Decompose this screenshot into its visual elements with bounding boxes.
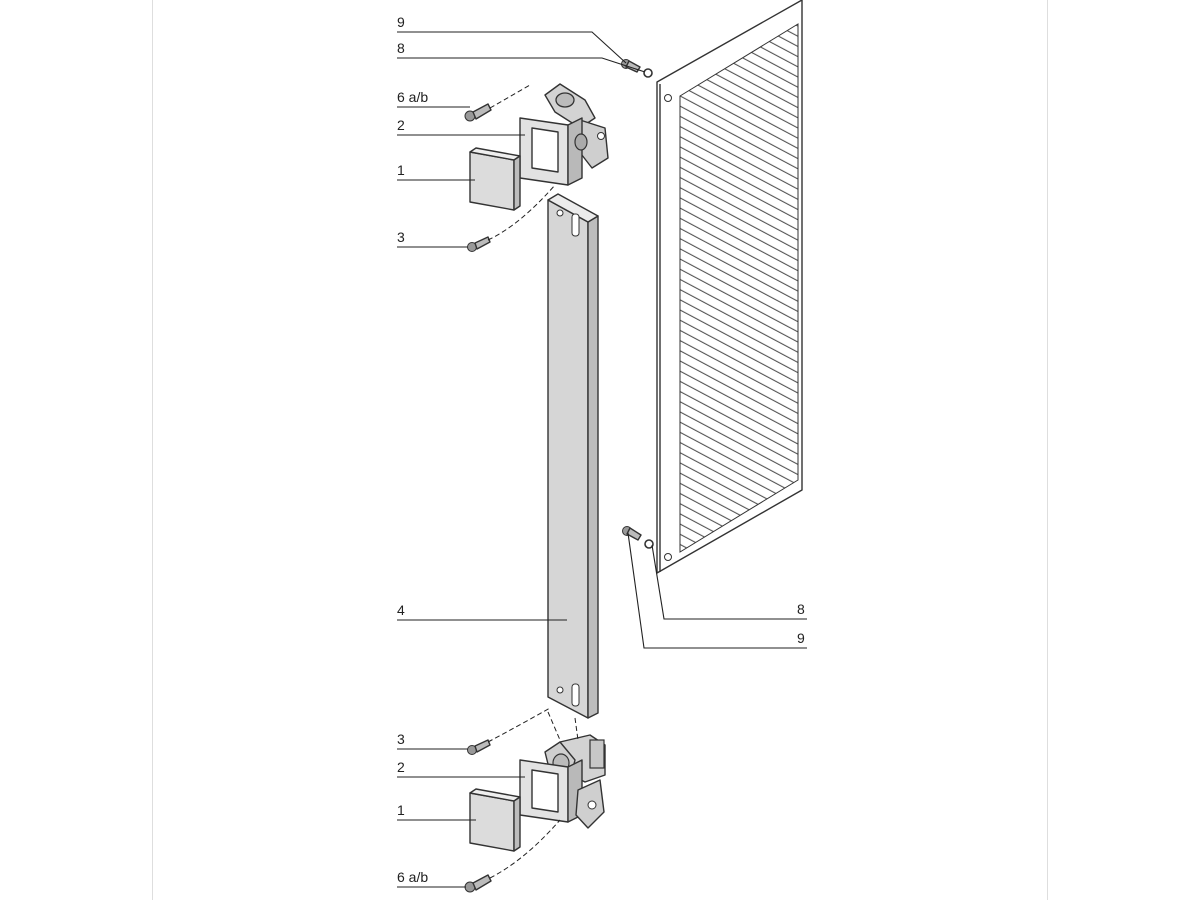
screw-6ab-top (464, 103, 492, 122)
callout-8-right: 8 (797, 601, 805, 617)
hinge-bottom (519, 734, 606, 829)
panel-hole-top (664, 94, 672, 102)
rail-slot-top (571, 213, 580, 237)
callout-1-bottom: 1 (397, 802, 405, 818)
rail-hole-bottom (556, 686, 564, 694)
screw-6ab-bottom (464, 874, 492, 893)
callout-2-bottom: 2 (397, 759, 405, 775)
callout-4: 4 (397, 602, 405, 618)
screw-3-bottom (467, 739, 491, 755)
vertical-rail (547, 193, 599, 719)
callout-6ab-bottom: 6 a/b (397, 869, 428, 885)
washer-8-right (644, 539, 654, 549)
plate-top (469, 147, 521, 211)
hinge-top (519, 83, 609, 186)
assembly-lines (487, 84, 579, 879)
perforated-panel (656, 0, 803, 574)
screw-9-right (622, 526, 642, 541)
panel-hole-bottom (664, 553, 672, 561)
callout-6ab-top: 6 a/b (397, 89, 428, 105)
callout-labels: 9 8 6 a/b 2 1 3 4 8 9 3 2 1 6 a/b (397, 14, 805, 885)
callout-9-right: 9 (797, 630, 805, 646)
rail-hole-top (556, 209, 564, 217)
callout-3-top: 3 (397, 229, 405, 245)
washer-8-top (643, 68, 653, 78)
callout-9-top: 9 (397, 14, 405, 30)
screw-3-top (467, 236, 491, 252)
rail-slot-bottom (571, 683, 580, 707)
plate-bottom (469, 788, 521, 852)
callout-2-top: 2 (397, 117, 405, 133)
callout-3-bottom: 3 (397, 731, 405, 747)
callout-8-top: 8 (397, 40, 405, 56)
callout-1-top: 1 (397, 162, 405, 178)
leader-lines (397, 31, 807, 888)
